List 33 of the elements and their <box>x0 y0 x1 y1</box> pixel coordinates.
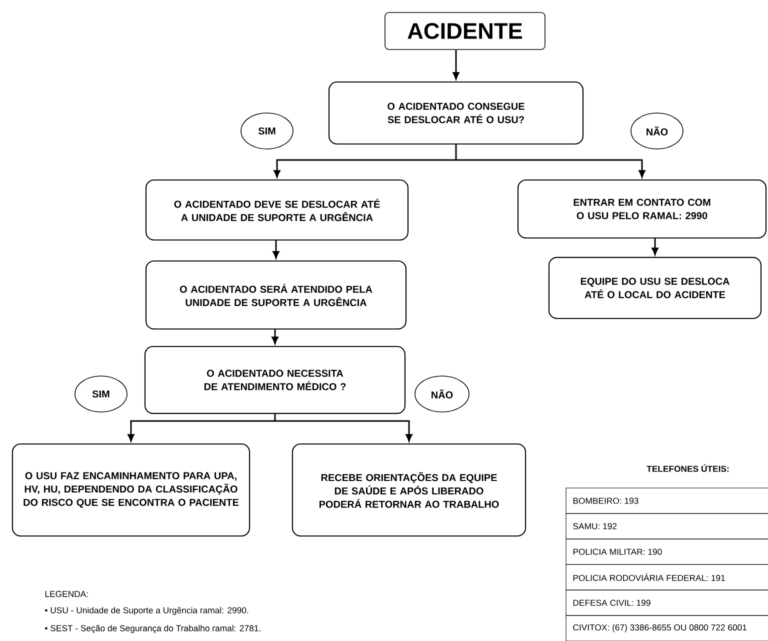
answer-oval: SIM <box>74 376 128 412</box>
arrow <box>452 50 460 80</box>
table-cell: DEFESA CIVIL: 199 <box>566 590 768 616</box>
process-box: O ACIDENTADO DEVE SE DESLOCAR ATÉ A UNIDADE DE SUPORTE A URGÊNCIA <box>145 179 409 241</box>
process-box: O ACIDENTADO CONSEGUE SE DESLOCAR ATÉ O USU? <box>328 81 584 145</box>
legend-text: • SEST - Seção de Segurança do Trabalho ramal: 2781. <box>45 624 260 634</box>
process-box: EQUIPE DO USU SE DESLOCA ATÉ O LOCAL DO ACIDENTE <box>548 256 762 320</box>
table-cell: CIVITOX: (67) 3386-8655 OU 0800 722 6001 <box>566 615 768 641</box>
arrow <box>275 420 412 442</box>
process-box: RECEBE ORIENTAÇÕES DA EQUIPE DE SAÚDE E APÓS LIBERADO PODERÁ RETORNAR AO TRABALHO <box>292 443 526 537</box>
answer-oval: NÃO <box>630 112 684 150</box>
arrow <box>272 330 278 344</box>
legend-text: LEGENDA: <box>45 590 88 598</box>
answer-oval: SIM <box>240 112 294 150</box>
arrow <box>274 159 456 178</box>
table-cell: POLICIA RODOVIÁRIA FEDERAL: 191 <box>566 564 768 590</box>
arrow <box>456 159 646 178</box>
process-box: O USU FAZ ENCAMINHAMENTO PARA UPA, HV, HU, DEPENDENDO DA CLASSIFICAÇÃO DO RISCO QUE SE ENCONTRA O PACIENTE <box>12 443 250 537</box>
arrow <box>128 420 275 442</box>
table-cell: BOMBEIRO: 193 <box>566 488 768 514</box>
title-box: ACIDENTE <box>384 12 546 50</box>
connector-trunk <box>455 144 457 160</box>
table-cell: SAMU: 192 <box>566 513 768 540</box>
arrow <box>652 238 658 255</box>
process-box: O ACIDENTADO NECESSITA DE ATENDIMENTO MÉDICO ? <box>144 346 406 414</box>
table-cell: POLICIA MILITAR: 190 <box>566 538 768 565</box>
table-title: TELEFONES ÚTEIS: <box>646 464 729 472</box>
connector-trunk <box>274 414 276 421</box>
answer-oval: NÃO <box>414 376 470 412</box>
legend-text: • USU - Unidade de Suporte a Urgência ramal: 2990. <box>45 606 248 616</box>
arrow <box>272 240 280 259</box>
process-box: O ACIDENTADO SERÁ ATENDIDO PELA UNIDADE DE SUPORTE A URGÊNCIA <box>145 260 407 330</box>
process-box: ENTRAR EM CONTATO COM O USU PELO RAMAL: 2990 <box>517 179 767 239</box>
